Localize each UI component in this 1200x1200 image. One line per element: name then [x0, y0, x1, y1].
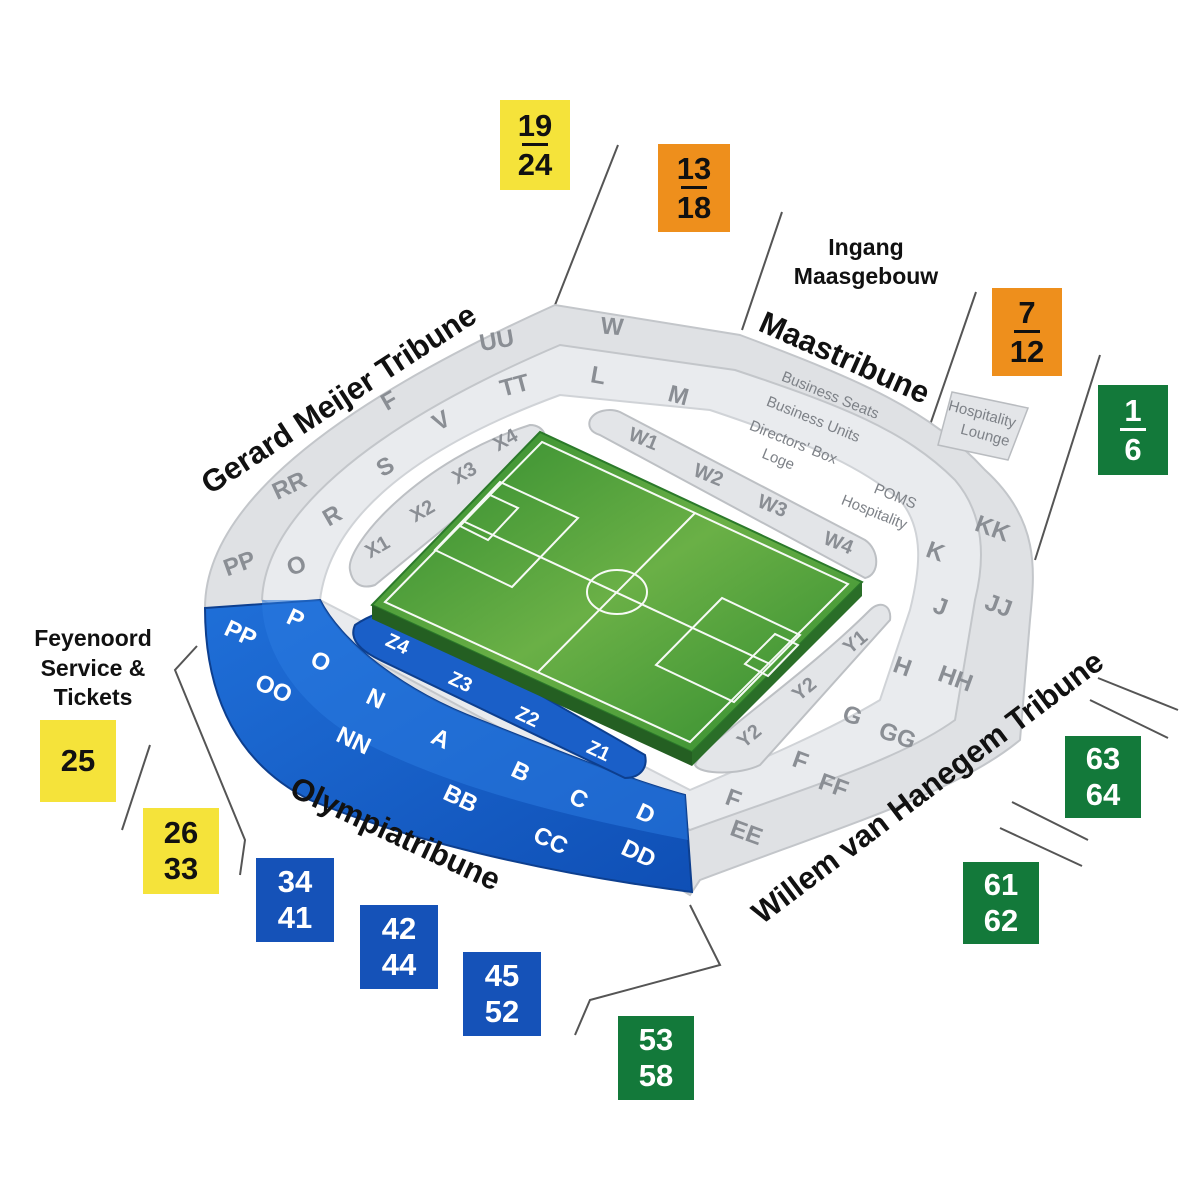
gate-number-bottom: 62 — [983, 903, 1019, 938]
gate-number-top: 7 — [1018, 294, 1036, 330]
gate-number-top: 63 — [1085, 741, 1121, 776]
gate-number-top: 34 — [277, 864, 313, 899]
gate-g25[interactable]: 25 — [40, 720, 116, 802]
w-inner-stand[interactable] — [588, 409, 878, 580]
gate-number-bottom: 41 — [277, 900, 313, 935]
ingang-label-2: Maasgebouw — [794, 263, 939, 289]
gate-number-bottom: 12 — [1009, 333, 1045, 369]
gate-range-dash — [681, 185, 707, 189]
gate-range-dash — [1014, 329, 1040, 333]
leader-lines — [121, 144, 1179, 1036]
pitch — [370, 430, 864, 766]
gate-number-top: 45 — [484, 958, 520, 993]
gate-range-dash — [1120, 427, 1146, 431]
gate-number-bottom: 52 — [484, 994, 520, 1029]
service-label-1: Feyenoord — [34, 625, 152, 651]
service-label-3: Tickets — [54, 684, 133, 710]
x-stand[interactable] — [348, 423, 547, 588]
gate-number-top: 61 — [983, 867, 1019, 902]
olympiatribune-upper-tier — [262, 600, 688, 840]
gate-number-top: 1 — [1124, 392, 1142, 428]
gate-number-bottom: 6 — [1124, 431, 1142, 467]
ingang-label-1: Ingang — [828, 234, 903, 260]
gate-number-bottom: 58 — [638, 1058, 674, 1093]
gate-number-bottom: 33 — [163, 851, 199, 886]
y-stand[interactable] — [693, 603, 892, 774]
gate-range-dash — [522, 142, 548, 146]
gate-number-bottom: 24 — [517, 146, 553, 182]
gate-number-bottom: 44 — [381, 947, 417, 982]
section-UU: UU — [477, 325, 516, 358]
gate-number-bottom: 64 — [1085, 777, 1121, 812]
section-W: W — [600, 312, 625, 341]
gate-number-bottom: 18 — [676, 189, 712, 225]
gate-number-top: 19 — [517, 107, 553, 143]
gate-number-top: 13 — [676, 150, 712, 186]
service-label-2: Service & — [41, 655, 146, 681]
gate-number-top: 25 — [60, 743, 96, 778]
gate-number-top: 53 — [638, 1022, 674, 1057]
gate-number-top: 26 — [163, 815, 199, 850]
gate-number-top: 42 — [381, 911, 417, 946]
hospitality-lounge-box: Hospitality Lounge — [937, 391, 1030, 461]
section-L: L — [589, 361, 608, 390]
